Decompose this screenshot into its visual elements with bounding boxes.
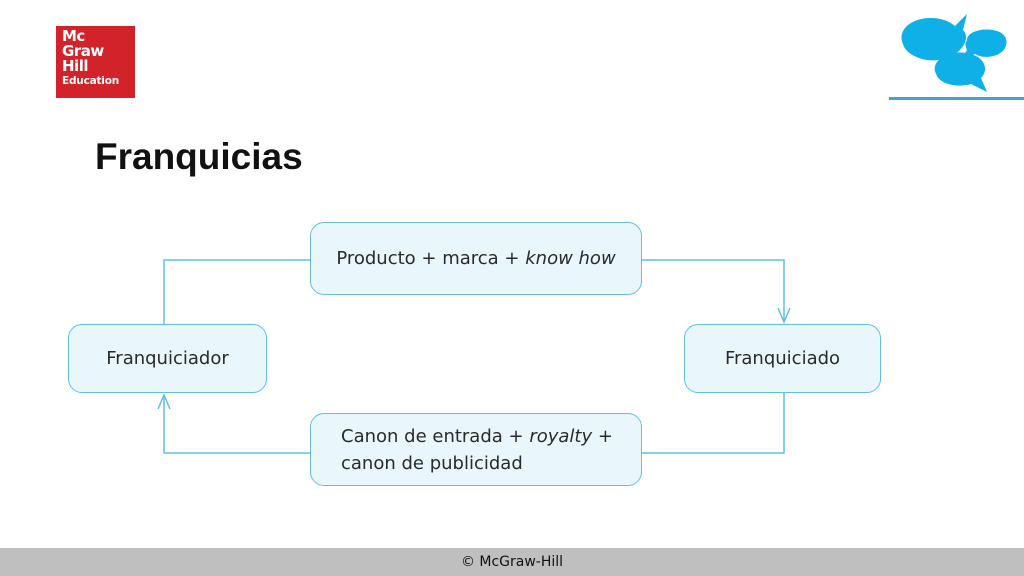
box-top-italic: know how bbox=[525, 248, 616, 269]
header-rule bbox=[889, 97, 1024, 100]
logo-line-4: Education bbox=[62, 75, 119, 87]
box-producto-marca-know-how: Producto + marca + know how bbox=[310, 222, 642, 295]
arrowhead-to-franquiciado bbox=[777, 307, 791, 324]
box-bottom-line1-italic: royalty bbox=[529, 425, 593, 447]
footer-copyright: © McGraw-Hill bbox=[0, 548, 1024, 576]
franquiciador-label: Franquiciador bbox=[106, 348, 229, 369]
box-franquiciador: Franquiciador bbox=[68, 324, 267, 393]
speech-bubbles-icon bbox=[901, 14, 1007, 92]
mcgraw-hill-education-logo: Mc Graw Hill Education bbox=[56, 26, 135, 98]
box-bottom-line-2: canon de publicidad bbox=[341, 452, 523, 474]
logo-line-3: Hill bbox=[62, 57, 88, 75]
franquiciado-label: Franquiciado bbox=[724, 348, 841, 369]
box-canon-royalty-publicidad: Canon de entrada + royalty + canon de pu… bbox=[310, 413, 642, 486]
connector-bottom-right bbox=[642, 393, 785, 454]
box-bottom-line1-plain: Canon de entrada + bbox=[341, 425, 530, 447]
box-bottom-line-1: Canon de entrada + royalty + bbox=[341, 423, 613, 450]
bubble-shape-2 bbox=[961, 29, 1007, 60]
bubble-shape-3 bbox=[934, 52, 987, 92]
page-title: Franquicias bbox=[95, 136, 303, 177]
box-top-plain: Producto + marca + bbox=[336, 248, 526, 269]
box-top-text: Producto + marca + know how bbox=[336, 248, 615, 269]
box-franquiciado: Franquiciado bbox=[684, 324, 881, 393]
arrowhead-to-franquiciador bbox=[157, 393, 171, 410]
box-bottom-line1-end: + bbox=[592, 425, 613, 447]
box-bottom-text: Canon de entrada + royalty + canon de pu… bbox=[341, 423, 613, 477]
connector-top-left bbox=[163, 259, 310, 324]
logo-line-2: Graw bbox=[62, 42, 104, 60]
connector-top-right bbox=[642, 259, 785, 322]
bubble-shape-1 bbox=[901, 14, 967, 61]
logo-line-1: Mc bbox=[62, 27, 85, 45]
connector-bottom-left bbox=[163, 395, 310, 454]
